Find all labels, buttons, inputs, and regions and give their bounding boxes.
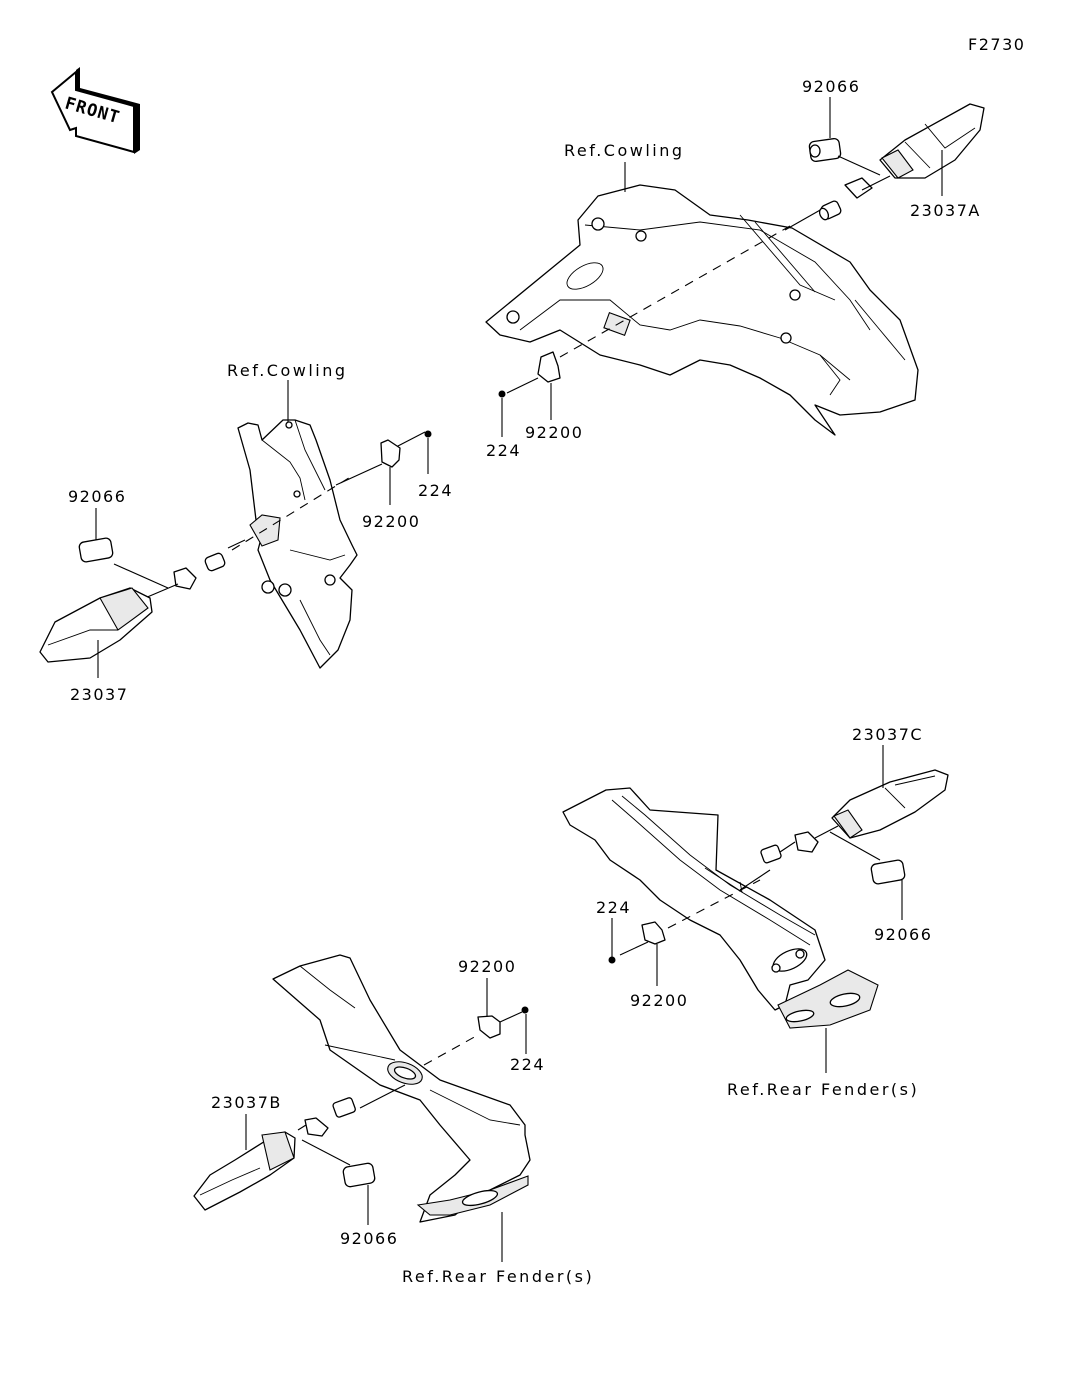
clip-92200 xyxy=(477,1015,501,1039)
mounting-plate-part xyxy=(304,1117,329,1137)
socket-part xyxy=(760,844,782,864)
label-224: 224 xyxy=(510,1055,545,1074)
label-92066: 92066 xyxy=(874,925,932,944)
screw-224 xyxy=(424,430,432,438)
front-direction-arrow-icon: FRONT xyxy=(50,67,140,154)
label-92066: 92066 xyxy=(68,487,126,506)
label-23037: 23037 xyxy=(70,685,128,704)
cowling-part xyxy=(485,184,919,436)
label-92066: 92066 xyxy=(802,77,860,96)
screw-224 xyxy=(498,390,506,398)
turn-signal-23037B xyxy=(193,1131,296,1211)
label-92200: 92200 xyxy=(525,423,583,442)
label-23037A: 23037A xyxy=(910,201,981,220)
label-92200: 92200 xyxy=(630,991,688,1010)
label-23037C: 23037C xyxy=(852,725,923,744)
screw-224 xyxy=(608,956,616,964)
label-224: 224 xyxy=(486,441,521,460)
label-ref-cowling: Ref.Cowling xyxy=(564,141,685,160)
clip-92200 xyxy=(537,351,561,383)
turn-signal-23037 xyxy=(39,587,153,663)
front-right-assembly: Ref.Cowling 92066 23037A 92200 224 xyxy=(485,77,985,460)
rear-right-assembly: 23037C 92066 224 92200 Ref.Rear Fender(s… xyxy=(562,725,949,1099)
rear-fender-part xyxy=(272,954,531,1223)
connector-92066 xyxy=(808,138,842,162)
connector-92066 xyxy=(870,859,906,885)
turn-signal-23037A xyxy=(879,103,985,179)
label-ref-rear-fender: Ref.Rear Fender(s) xyxy=(727,1080,919,1099)
label-ref-cowling: Ref.Cowling xyxy=(227,361,348,380)
clip-92200 xyxy=(641,921,666,945)
connector-92066 xyxy=(342,1162,376,1188)
mounting-plate-part xyxy=(794,831,819,853)
label-ref-rear-fender: Ref.Rear Fender(s) xyxy=(402,1267,594,1286)
diagram-id: F2730 xyxy=(968,35,1025,54)
socket-part xyxy=(204,552,226,572)
clip-92200 xyxy=(380,439,401,468)
label-92200: 92200 xyxy=(362,512,420,531)
front-left-assembly: Ref.Cowling 92066 92200 224 23037 xyxy=(39,361,453,704)
label-92200: 92200 xyxy=(458,957,516,976)
mounting-plate-part xyxy=(173,567,197,590)
socket-part xyxy=(332,1097,356,1118)
turn-signal-23037C xyxy=(831,769,949,839)
rear-left-assembly: 92200 224 23037B 92066 Ref.Rear Fender(s… xyxy=(193,954,594,1286)
connector-92066 xyxy=(78,537,114,563)
mounting-plate-part xyxy=(844,177,873,199)
screw-224 xyxy=(521,1006,529,1014)
label-23037B: 23037B xyxy=(211,1093,282,1112)
label-92066: 92066 xyxy=(340,1229,398,1248)
cowling-part xyxy=(237,419,358,669)
socket-part xyxy=(818,200,842,221)
label-224: 224 xyxy=(596,898,631,917)
label-224: 224 xyxy=(418,481,453,500)
